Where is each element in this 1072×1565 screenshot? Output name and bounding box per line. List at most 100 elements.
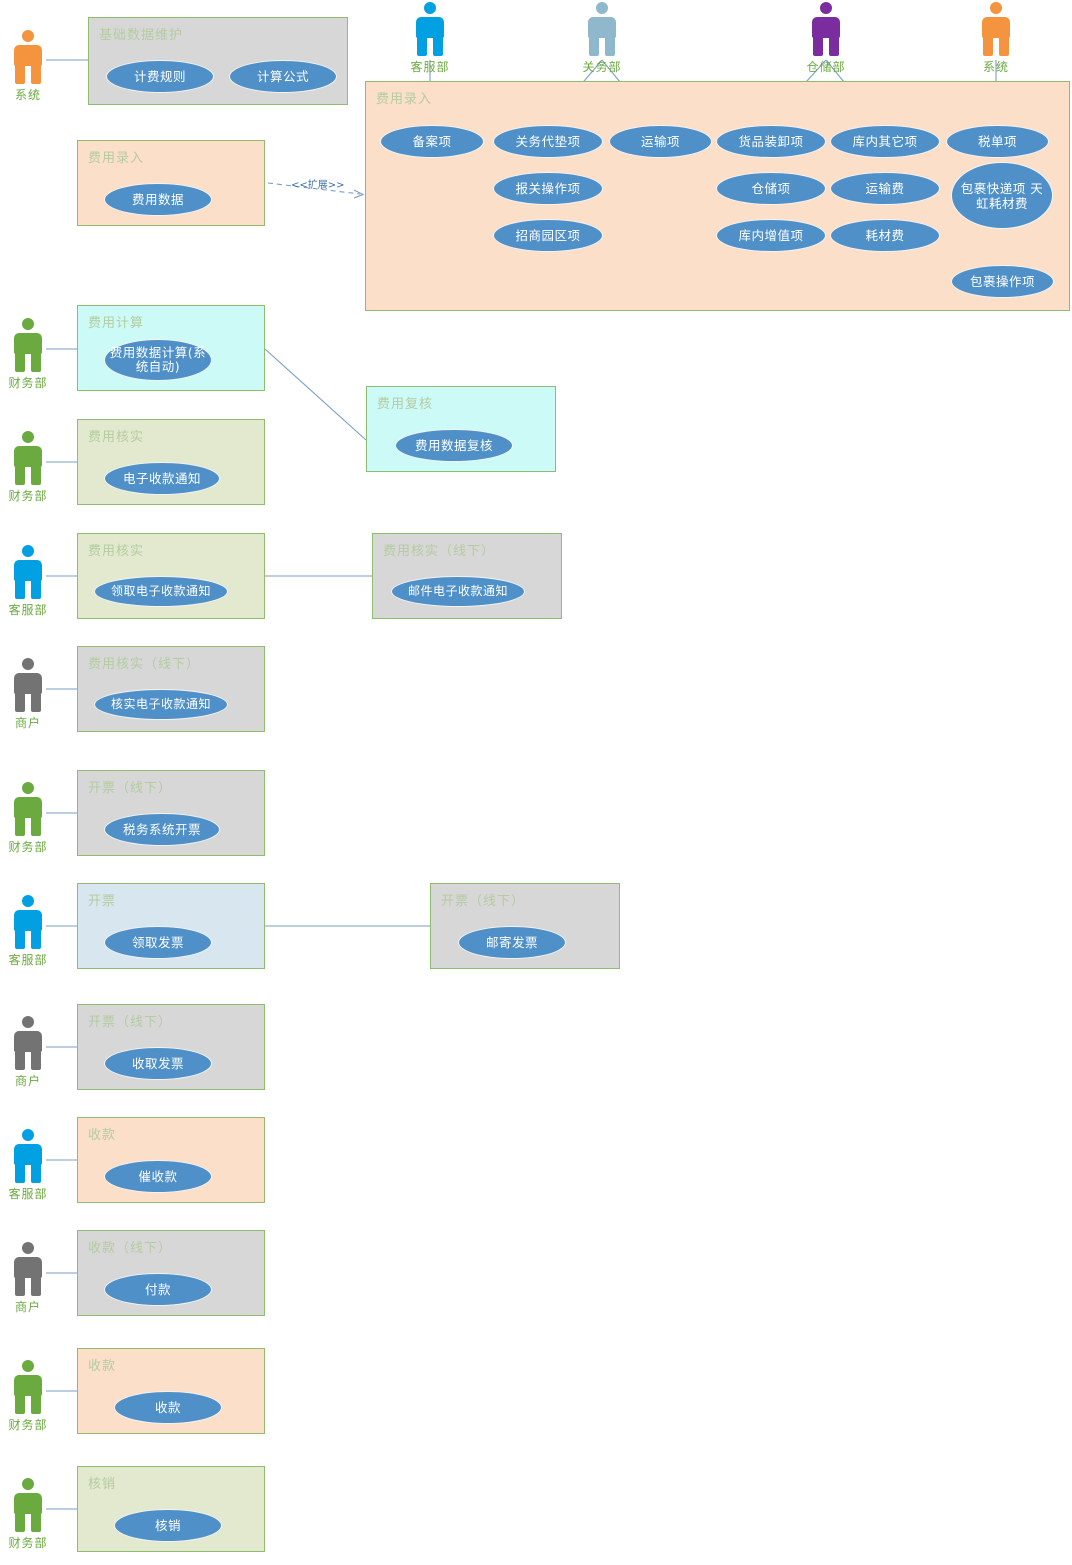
actor-figure-icon xyxy=(8,1129,48,1183)
package-invoicing-service[interactable]: 开票 领取发票 xyxy=(77,883,265,969)
package-title: 费用核实（线下） xyxy=(88,657,201,672)
usecase-pay[interactable]: 付款 xyxy=(104,1273,212,1306)
usecase-collect-payment[interactable]: 收款 xyxy=(114,1391,222,1424)
package-collection-service[interactable]: 收款 催收款 xyxy=(77,1117,265,1203)
usecase-receive-invoice[interactable]: 领取发票 xyxy=(104,926,212,959)
usecase-fee-data-calculation[interactable]: 费用数据计算(系统自动) xyxy=(104,339,212,381)
usecase-verify-electronic-payment-notice[interactable]: 核实电子收款通知 xyxy=(94,689,228,720)
usecase-write-off[interactable]: 核销 xyxy=(114,1509,222,1542)
actor-label: 财务部 xyxy=(8,376,48,390)
usecase-transport-fee[interactable]: 运输费 xyxy=(830,172,940,205)
actor-shanghu-heshi[interactable]: 商户 xyxy=(5,658,51,731)
actor-kefu-shoukuan[interactable]: 客服部 xyxy=(5,1129,51,1202)
actor-figure-icon xyxy=(8,431,48,485)
package-fee-verification-offline[interactable]: 费用核实（线下） 邮件电子收款通知 xyxy=(372,533,562,619)
usecase-tax-system-invoicing[interactable]: 税务系统开票 xyxy=(104,813,220,846)
package-fee-entry-left[interactable]: 费用录入 费用数据 xyxy=(77,140,265,226)
package-title: 费用核实 xyxy=(88,544,145,559)
usecase-customs-advance-item[interactable]: 关务代垫项 xyxy=(493,125,603,158)
package-collection-finance[interactable]: 收款 收款 xyxy=(77,1348,265,1434)
actor-kefu-kaipiao[interactable]: 客服部 xyxy=(5,895,51,968)
actor-label: 商户 xyxy=(14,1300,41,1314)
usecase-storage-item[interactable]: 仓储项 xyxy=(716,172,826,205)
usecase-goods-handling-item[interactable]: 货品装卸项 xyxy=(716,125,826,158)
package-fee-calculation[interactable]: 费用计算 费用数据计算(系统自动) xyxy=(77,305,265,391)
package-fee-entry-main[interactable]: 费用录入 备案项 关务代垫项 运输项 货品装卸项 库内其它项 税单项 报关操作项… xyxy=(365,81,1070,311)
actor-figure-icon xyxy=(8,1360,48,1414)
actor-caiwu-hexiao[interactable]: 财务部 xyxy=(5,1478,51,1551)
actor-label: 商户 xyxy=(14,716,41,730)
actor-label: 关务部 xyxy=(582,60,622,74)
usecase-electronic-payment-notice[interactable]: 电子收款通知 xyxy=(104,462,220,495)
usecase-collect-invoice[interactable]: 收取发票 xyxy=(104,1047,212,1080)
actor-figure-icon xyxy=(8,1016,48,1070)
actor-label: 财务部 xyxy=(8,1418,48,1432)
usecase-receive-electronic-payment-notice[interactable]: 领取电子收款通知 xyxy=(94,576,228,607)
package-title: 收款（线下） xyxy=(88,1241,173,1256)
actor-label: 财务部 xyxy=(8,489,48,503)
package-title: 开票（线下） xyxy=(88,1015,173,1030)
package-invoicing-offline-finance[interactable]: 开票（线下） 税务系统开票 xyxy=(77,770,265,856)
usecase-mail-electronic-payment-notice[interactable]: 邮件电子收款通知 xyxy=(391,576,525,607)
usecase-fee-data-review[interactable]: 费用数据复核 xyxy=(395,429,513,462)
actor-shanghu-shoukuan[interactable]: 商户 xyxy=(5,1242,51,1315)
package-invoicing-offline-mail[interactable]: 开票（线下） 邮寄发票 xyxy=(430,883,620,969)
actor-cangchu-top[interactable]: 仓储部 xyxy=(803,2,849,75)
actor-caiwu-kaipiao[interactable]: 财务部 xyxy=(5,782,51,855)
actor-figure-icon xyxy=(8,545,48,599)
actor-kefu-heshi[interactable]: 客服部 xyxy=(5,545,51,618)
package-invoicing-offline-merchant[interactable]: 开票（线下） 收取发票 xyxy=(77,1004,265,1090)
actor-label: 客服部 xyxy=(8,603,48,617)
actor-kefu-top[interactable]: 客服部 xyxy=(407,2,453,75)
package-title: 费用核实（线下） xyxy=(383,544,496,559)
actor-figure-icon xyxy=(806,2,846,56)
package-fee-verification-finance[interactable]: 费用核实 电子收款通知 xyxy=(77,419,265,505)
package-fee-review[interactable]: 费用复核 费用数据复核 xyxy=(366,386,556,472)
package-basic-data-maintenance[interactable]: 基础数据维护 计费规则 计算公式 xyxy=(88,17,348,105)
usecase-calc-formula[interactable]: 计算公式 xyxy=(229,60,337,93)
usecase-fee-data[interactable]: 费用数据 xyxy=(104,183,212,216)
actor-shanghu-kaipiao[interactable]: 商户 xyxy=(5,1016,51,1089)
usecase-urge-payment[interactable]: 催收款 xyxy=(104,1160,212,1193)
actor-figure-icon xyxy=(8,895,48,949)
extend-stereotype-label: <<扩展>> xyxy=(291,180,345,191)
actor-figure-icon xyxy=(8,30,48,84)
actor-figure-icon xyxy=(976,2,1016,56)
actor-figure-icon xyxy=(8,658,48,712)
package-title: 开票（线下） xyxy=(88,781,173,796)
package-fee-verification-service[interactable]: 费用核实 领取电子收款通知 xyxy=(77,533,265,619)
package-fee-verification-offline-merchant[interactable]: 费用核实（线下） 核实电子收款通知 xyxy=(77,646,265,732)
actor-caiwu-jisuan[interactable]: 财务部 xyxy=(5,318,51,391)
usecase-declaration-operation-item[interactable]: 报关操作项 xyxy=(493,172,603,205)
actor-guanwu-top[interactable]: 关务部 xyxy=(579,2,625,75)
actor-label: 系统 xyxy=(14,88,41,102)
actor-system-right[interactable]: 系统 xyxy=(973,2,1019,75)
usecase-warehouse-other-item[interactable]: 库内其它项 xyxy=(830,125,940,158)
package-title: 费用计算 xyxy=(88,316,145,331)
actor-figure-icon xyxy=(8,1478,48,1532)
actor-caiwu-shoukuan[interactable]: 财务部 xyxy=(5,1360,51,1433)
actor-label: 商户 xyxy=(14,1074,41,1088)
usecase-consumable-fee[interactable]: 耗材费 xyxy=(830,219,940,252)
package-title: 收款 xyxy=(88,1359,117,1374)
usecase-investment-park-item[interactable]: 招商园区项 xyxy=(493,219,603,252)
actor-label: 财务部 xyxy=(8,1536,48,1550)
usecase-warehouse-value-added-item[interactable]: 库内增值项 xyxy=(716,219,826,252)
actor-caiwu-heshi[interactable]: 财务部 xyxy=(5,431,51,504)
actor-label: 仓储部 xyxy=(806,60,846,74)
usecase-parcel-express-item[interactable]: 包裹快递项 天虹耗材费 xyxy=(951,162,1053,229)
usecase-tax-bill-item[interactable]: 税单项 xyxy=(946,125,1049,158)
usecase-parcel-operation-item[interactable]: 包裹操作项 xyxy=(951,265,1054,298)
usecase-transport-item[interactable]: 运输项 xyxy=(609,125,712,158)
actor-system-top[interactable]: 系统 xyxy=(5,30,51,103)
usecase-filing-item[interactable]: 备案项 xyxy=(380,125,484,158)
usecase-billing-rule[interactable]: 计费规则 xyxy=(106,60,214,93)
package-title: 费用录入 xyxy=(88,151,145,166)
actor-label: 客服部 xyxy=(8,953,48,967)
usecase-mail-invoice[interactable]: 邮寄发票 xyxy=(458,926,566,959)
package-write-off[interactable]: 核销 核销 xyxy=(77,1466,265,1552)
package-title: 费用复核 xyxy=(377,397,434,412)
package-title: 基础数据维护 xyxy=(99,28,184,43)
package-collection-offline-merchant[interactable]: 收款（线下） 付款 xyxy=(77,1230,265,1316)
